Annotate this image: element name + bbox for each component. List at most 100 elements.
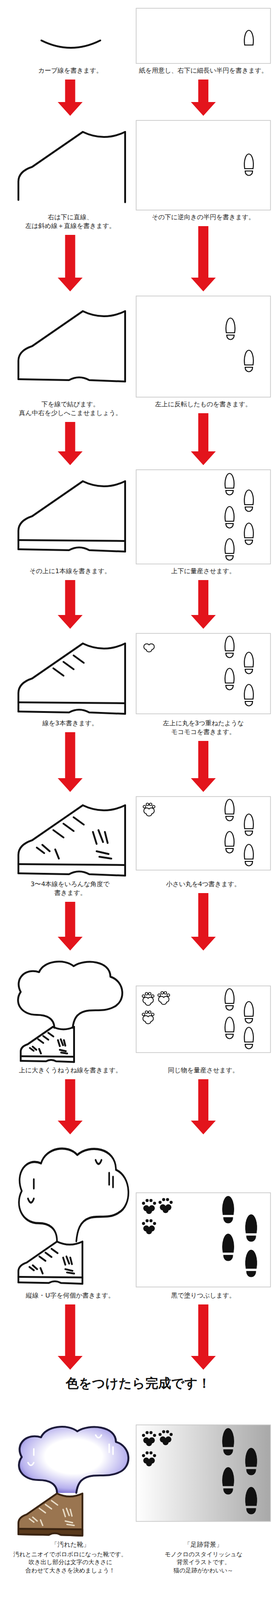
step-panel: 線を3本書きます。 bbox=[6, 633, 134, 729]
text-line: 3〜4本線をいろんな角度で bbox=[6, 880, 134, 890]
shoe-sketch bbox=[18, 311, 126, 382]
flow-arrow bbox=[190, 580, 216, 630]
shoe-sketch bbox=[18, 805, 126, 877]
flow-arrow bbox=[190, 741, 216, 793]
smell-cloud bbox=[18, 1149, 129, 1243]
step-panel: 下を線で結びます。 真ん中右を少しへこませましょう。 bbox=[6, 296, 134, 418]
finish-heading: 色をつけたら完成です！ bbox=[9, 1375, 267, 1394]
flow-arrow bbox=[190, 1305, 216, 1371]
shoe-sketch bbox=[18, 481, 126, 552]
flow-arrow bbox=[57, 902, 83, 952]
caption-text: 小さい丸を4つ書きます。 bbox=[136, 880, 271, 890]
step-panel: 上下に量産させます。 bbox=[136, 470, 271, 576]
caption-text: その上に1本線を書きます。 bbox=[6, 567, 134, 576]
caption-text: 3〜4本線をいろんな角度で 書きます。 bbox=[6, 880, 134, 898]
paper-panel bbox=[136, 1193, 271, 1288]
step-panel: 小さい丸を4つ書きます。 bbox=[136, 797, 271, 890]
text-line: 合わせて大きさを決めましょう！ bbox=[6, 1567, 134, 1576]
caption-text: 右は下に直線、 左は斜め線＋直線を書きます。 bbox=[6, 212, 134, 231]
result-panel: 「汚れた靴」汚れとニオイでボロボロになった靴です。 吹き出し部分は文字の大きさに… bbox=[6, 1423, 134, 1576]
flow-arrow bbox=[190, 1080, 216, 1136]
text-line: 背景イラストです。 bbox=[136, 1559, 271, 1568]
text-line: 吹き出し部分は文字の大きさに bbox=[6, 1559, 134, 1568]
step-panel: 右は下に直線、 左は斜め線＋直線を書きます。 bbox=[6, 120, 134, 231]
caption-text: 黒で塗りつぶします。 bbox=[136, 1292, 271, 1301]
shoe-sketch bbox=[18, 644, 126, 715]
flow-arrow bbox=[190, 226, 216, 292]
text-line: 上に大きくうねうね線を書きます。 bbox=[6, 1066, 134, 1076]
caption-text: 線を3本書きます。 bbox=[6, 719, 134, 729]
step-panel: その上に1本線を書きます。 bbox=[6, 470, 134, 576]
shoe-sketch bbox=[18, 132, 126, 203]
text-line: その上に1本線を書きます。 bbox=[6, 567, 134, 576]
text-line: 下を線で結びます。 bbox=[6, 400, 134, 409]
dirty-shoe bbox=[18, 1494, 83, 1537]
paper-panel bbox=[136, 1426, 271, 1523]
caption-text: 下を線で結びます。 真ん中右を少しへこませましょう。 bbox=[6, 400, 134, 418]
smell-cloud bbox=[18, 1427, 129, 1495]
shoe-sketch bbox=[18, 1242, 83, 1285]
step-panel: 黒で塗りつぶします。 bbox=[136, 1139, 271, 1301]
text-line: 真ん中右を少しへこませましょう。 bbox=[6, 408, 134, 418]
flow-arrow bbox=[57, 79, 83, 116]
caption-text: 同じ物を量産させます。 bbox=[136, 1066, 271, 1076]
text-line: 左は斜め線＋直線を書きます。 bbox=[6, 221, 134, 231]
flow-arrow bbox=[190, 893, 216, 952]
flow-arrow bbox=[190, 79, 216, 116]
text-line: 汚れとニオイでボロボロになった靴です。 bbox=[6, 1551, 134, 1560]
step-panel: 同じ物を量産させます。 bbox=[136, 955, 271, 1076]
step-panel: 3〜4本線をいろんな角度で 書きます。 bbox=[6, 797, 134, 898]
step-panel: その下に逆向きの半円を書きます。 bbox=[136, 120, 271, 222]
caption-text: 紙を用意し、右下に細長い半円を書きます。 bbox=[136, 66, 271, 75]
step-panel: 上に大きくうねうね線を書きます。 bbox=[6, 955, 134, 1076]
text-line: 黒で塗りつぶします。 bbox=[136, 1292, 271, 1301]
flow-arrow bbox=[57, 580, 83, 630]
text-line: 左上に丸を3つ重ねたような bbox=[136, 719, 271, 729]
caption-text: 「足跡背景」 bbox=[136, 1541, 271, 1551]
text-line: モノクロのスタイリッシュな bbox=[136, 1551, 271, 1560]
paper-panel bbox=[136, 633, 271, 715]
paper-panel bbox=[136, 120, 271, 211]
text-line: 「足跡背景」 bbox=[136, 1541, 271, 1551]
text-line: 猫の足跡がかわいい～ bbox=[136, 1567, 271, 1576]
caption-text: 左上に反転したものを書きます。 bbox=[136, 400, 271, 409]
flow-arrow bbox=[57, 235, 83, 292]
caption-text: 色をつけたら完成です！ bbox=[9, 1375, 267, 1394]
flow-arrow bbox=[57, 732, 83, 793]
step-panel: カーブ線を書きます。 bbox=[6, 8, 134, 75]
text-line: モコモコを書きます。 bbox=[136, 728, 271, 737]
paper-panel bbox=[136, 470, 271, 565]
text-line: その下に逆向きの半円を書きます。 bbox=[136, 212, 271, 222]
text-line: 書きます。 bbox=[6, 889, 134, 898]
text-line: 左上に反転したものを書きます。 bbox=[136, 400, 271, 409]
caption-text: 上に大きくうねうね線を書きます。 bbox=[6, 1066, 134, 1076]
caption-text: 縦線・U字を何個か書きます。 bbox=[6, 1292, 134, 1301]
flow-arrow bbox=[190, 413, 216, 466]
text-line: 紙を用意し、右下に細長い半円を書きます。 bbox=[136, 66, 271, 75]
caption-text: 「汚れた靴」 bbox=[6, 1541, 134, 1551]
shoe-sketch bbox=[20, 1027, 75, 1064]
caption-text: その下に逆向きの半円を書きます。 bbox=[136, 212, 271, 222]
step-panel: 縦線・U字を何個か書きます。 bbox=[6, 1139, 134, 1301]
step-panel: 左上に反転したものを書きます。 bbox=[136, 296, 271, 409]
paper-panel bbox=[136, 296, 271, 398]
flow-arrow bbox=[57, 1080, 83, 1136]
step-panel: 紙を用意し、右下に細長い半円を書きます。 bbox=[136, 8, 271, 75]
flow-arrow bbox=[57, 1305, 83, 1371]
result-panel: 「足跡背景」モノクロのスタイリッシュな 背景イラストです。 猫の足跡がかわいい～ bbox=[136, 1423, 271, 1576]
paper-panel bbox=[136, 8, 271, 64]
paper-panel bbox=[136, 797, 271, 871]
description-text: 汚れとニオイでボロボロになった靴です。 吹き出し部分は文字の大きさに 合わせて大… bbox=[6, 1551, 134, 1576]
step-panel: 左上に丸を3つ重ねたような モコモコを書きます。 bbox=[136, 633, 271, 737]
caption-text: 上下に量産させます。 bbox=[136, 567, 271, 576]
text-line: 上下に量産させます。 bbox=[136, 567, 271, 576]
text-line: 「汚れた靴」 bbox=[6, 1541, 134, 1551]
text-line: カーブ線を書きます。 bbox=[6, 66, 134, 75]
paper-panel bbox=[136, 986, 271, 1054]
caption-text: 左上に丸を3つ重ねたような モコモコを書きます。 bbox=[136, 719, 271, 737]
description-text: モノクロのスタイリッシュな 背景イラストです。 猫の足跡がかわいい～ bbox=[136, 1551, 271, 1576]
text-line: 色をつけたら完成です！ bbox=[9, 1375, 267, 1394]
